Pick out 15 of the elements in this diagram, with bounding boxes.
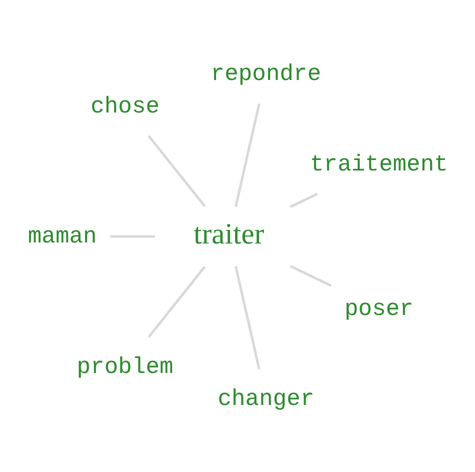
connector — [148, 265, 206, 338]
node-text: changer — [218, 385, 314, 412]
connector — [234, 102, 260, 206]
connector — [234, 266, 260, 370]
node-text: chose — [90, 92, 160, 119]
connector — [290, 192, 318, 208]
connector — [290, 264, 332, 286]
node-text: traiter — [194, 218, 264, 250]
node-text: traitement — [310, 150, 448, 177]
node-text: problem — [76, 353, 174, 380]
connector — [110, 234, 155, 238]
node-text: poser — [344, 295, 414, 322]
node-text: maman — [28, 223, 97, 250]
node-text: repondre — [210, 60, 322, 87]
connector — [148, 134, 206, 207]
